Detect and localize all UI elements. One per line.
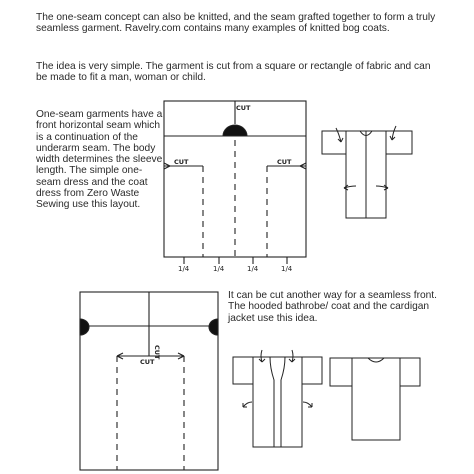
cut-label-left: CUT	[174, 158, 189, 166]
cut-label-right: CUT	[277, 158, 292, 166]
coat-illustration-open-front	[232, 349, 323, 448]
intro-paragraph: The one-seam concept can also be knitted…	[36, 12, 436, 35]
cut-label-horizontal: CUT	[140, 358, 155, 366]
cut-label-top: CUT	[236, 104, 251, 112]
fraction-label-3: 1/4	[247, 265, 259, 273]
cut-label-vertical: CUT	[153, 345, 161, 360]
rectangle-cutting-layout	[79, 291, 219, 471]
idea-paragraph: The idea is very simple. The garment is …	[36, 61, 431, 84]
coat-illustration-front-seam	[321, 125, 413, 219]
fraction-label-4: 1/4	[281, 265, 293, 273]
square-cutting-layout	[163, 100, 307, 264]
seamless-front-description: It can be cut another way for a seamless…	[228, 290, 437, 324]
left-arm-opening	[79, 318, 90, 336]
right-arm-opening	[208, 318, 219, 336]
one-seam-description: One-seam garments have a front horizonta…	[36, 109, 163, 211]
fraction-label-1: 1/4	[178, 265, 190, 273]
neck-opening	[222, 124, 248, 137]
fraction-label-2: 1/4	[213, 265, 225, 273]
jacket-illustration	[329, 357, 421, 441]
